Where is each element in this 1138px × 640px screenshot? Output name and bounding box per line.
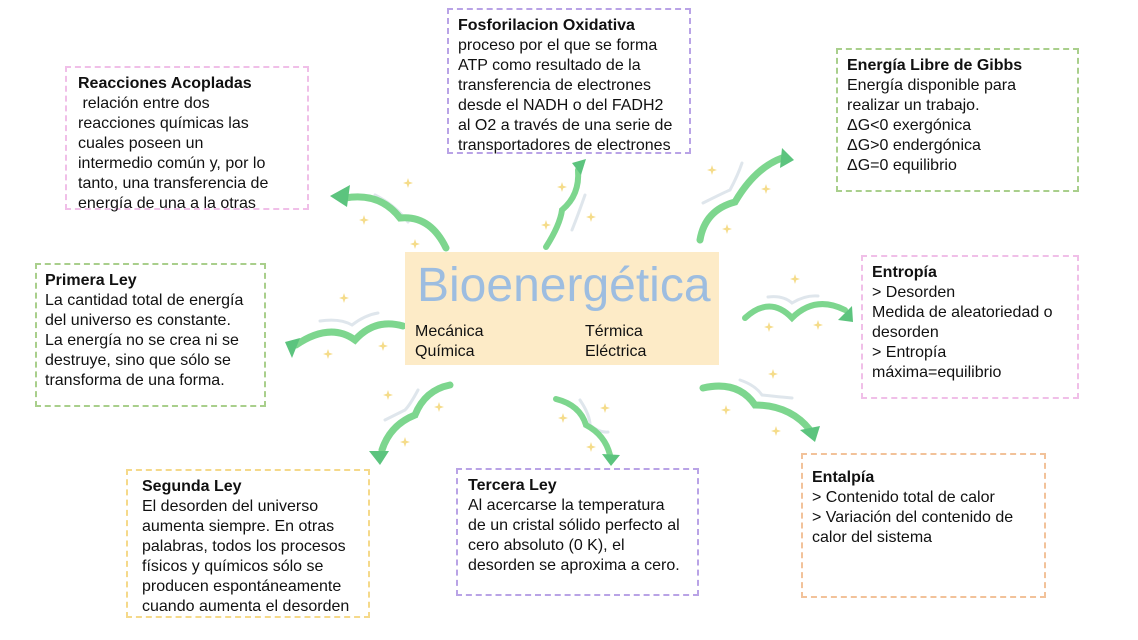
card-text-line: Energía disponible para [847, 77, 1017, 94]
card-title: Reacciones Acopladas [78, 75, 252, 92]
card-fosforilacion-oxidativa: Fosforilacion Oxidativa proceso por el q… [447, 8, 691, 154]
energy-type-quimica: Química [415, 343, 475, 360]
card-text-line: del universo es constante. [45, 312, 231, 329]
card-text-line: desorden [872, 324, 939, 341]
sparkle-icon [383, 390, 393, 400]
sparkle-icon [586, 212, 596, 222]
card-text-line: relación entre dos [78, 95, 210, 112]
card-text-line: cuales poseen un [78, 135, 204, 152]
sparkle-icon [557, 182, 567, 192]
card-text-line: desorden se aproxima a cero. [468, 557, 680, 574]
card-text-line: cuando aumenta el desorden [142, 598, 350, 615]
card-text-line: realizar un trabajo. [847, 97, 980, 114]
card-text-line: intermedio común y, por lo [78, 155, 266, 172]
card-title: Entalpía [812, 469, 875, 486]
card-tercera-ley: Tercera Ley Al acercarse la temperatura … [456, 468, 699, 596]
sparkle-icon [768, 369, 778, 379]
card-text-line: de un cristal sólido perfecto al [468, 517, 680, 534]
sparkle-icon [400, 437, 410, 447]
card-text-line: producen espontáneamente [142, 578, 342, 595]
energy-type-termica: Térmica [585, 323, 643, 340]
energy-type-mecanica: Mecánica [415, 323, 484, 340]
card-text-line: energía de una a la otras [78, 195, 256, 212]
sparkle-icon [771, 426, 781, 436]
sparkle-icon [541, 220, 551, 230]
card-text-line: > Desorden [872, 284, 956, 301]
card-text-line: El desorden del universo [142, 498, 319, 515]
sparkle-icon [707, 165, 717, 175]
curved-arrow-icon [369, 381, 454, 465]
sparkle-icon [600, 403, 610, 413]
sparkle-icon [764, 322, 774, 332]
card-reacciones-acopladas: Reacciones Acopladas relación entre dos … [65, 66, 309, 212]
card-text-line: reacciones químicas las [78, 115, 249, 132]
card-title: Primera Ley [45, 272, 137, 289]
card-text-line: palabras, todos los procesos [142, 538, 346, 555]
card-text-line: calor del sistema [812, 529, 933, 546]
card-title: Fosforilacion Oxidativa [458, 17, 635, 34]
card-text-line: Al acercarse la temperatura [468, 497, 665, 514]
sparkle-icon [721, 405, 731, 415]
card-text-line: ATP como resultado de la [458, 57, 641, 74]
sparkle-icon [790, 274, 800, 284]
sparkle-icon [558, 413, 568, 423]
curved-arrow-icon [330, 185, 450, 252]
card-segunda-ley: Segunda Ley El desorden del universo aum… [126, 469, 370, 618]
card-text-line: transportadores de electrones [458, 137, 671, 154]
card-text-line: transforma de una forma. [45, 372, 225, 389]
card-title: Energía Libre de Gibbs [847, 57, 1023, 74]
curved-arrow-icon [553, 396, 620, 466]
card-text-line: desde el NADH o del FADH2 [458, 97, 664, 114]
card-text-line: La cantidad total de energía [45, 292, 244, 309]
card-text-line: > Contenido total de calor [812, 489, 995, 506]
card-text-line: destruye, sino que sólo se [45, 352, 231, 369]
sparkle-icon [378, 341, 388, 351]
card-text-line: aumenta siempre. En otras [142, 518, 335, 535]
sparkle-icon [722, 224, 732, 234]
sparkle-icon [434, 402, 444, 412]
card-entropia: Entropía > Desorden Medida de aleatoried… [861, 255, 1079, 399]
card-text-line: ΔG>0 endergónica [847, 137, 981, 154]
card-title: Segunda Ley [142, 478, 242, 495]
card-text-line: ΔG<0 exergónica [847, 117, 972, 134]
card-text-line: transferencia de electrones [458, 77, 651, 94]
card-text-line: al O2 a través de una serie de [458, 117, 673, 134]
card-text-line: > Entropía [872, 344, 947, 361]
curved-arrow-icon [699, 378, 820, 442]
central-title: Bioenergética [417, 259, 711, 312]
card-text-line: cero absoluto (0 K), el [468, 537, 625, 554]
curved-arrow-icon [285, 311, 407, 358]
card-energia-libre-gibbs: Energía Libre de Gibbs Energía disponibl… [836, 48, 1079, 192]
sparkle-icon [410, 239, 420, 249]
central-concept: Bioenergética Mecánica Química Térmica E… [405, 252, 719, 365]
card-text-line: tanto, una transferencia de [78, 175, 269, 192]
sparkle-icon [323, 349, 333, 359]
sparkle-icon [403, 178, 413, 188]
sparkle-icon [586, 442, 596, 452]
card-text-line: > Variación del contenido de [812, 509, 1014, 526]
curved-arrow-icon [696, 148, 794, 244]
card-text-line: proceso por el que se forma [458, 37, 658, 54]
curved-arrow-icon [742, 294, 853, 323]
curved-arrow-icon [543, 159, 587, 250]
sparkle-icon [813, 320, 823, 330]
card-primera-ley: Primera Ley La cantidad total de energía… [35, 263, 266, 407]
card-text-line: ΔG=0 equilibrio [847, 157, 957, 174]
card-entalpia: Entalpía > Contenido total de calor > Va… [801, 453, 1046, 598]
sparkle-icon [359, 215, 369, 225]
card-text-line: máxima=equilibrio [872, 364, 1002, 381]
card-text-line: Medida de aleatoriedad o [872, 304, 1053, 321]
card-title: Entropía [872, 264, 937, 281]
sparkle-icon [339, 293, 349, 303]
energy-type-electrica: Eléctrica [585, 343, 647, 360]
sparkle-icon [761, 184, 771, 194]
card-text-line: físicos y químicos sólo se [142, 558, 324, 575]
card-text-line: La energía no se crea ni se [45, 332, 239, 349]
card-title: Tercera Ley [468, 477, 557, 494]
